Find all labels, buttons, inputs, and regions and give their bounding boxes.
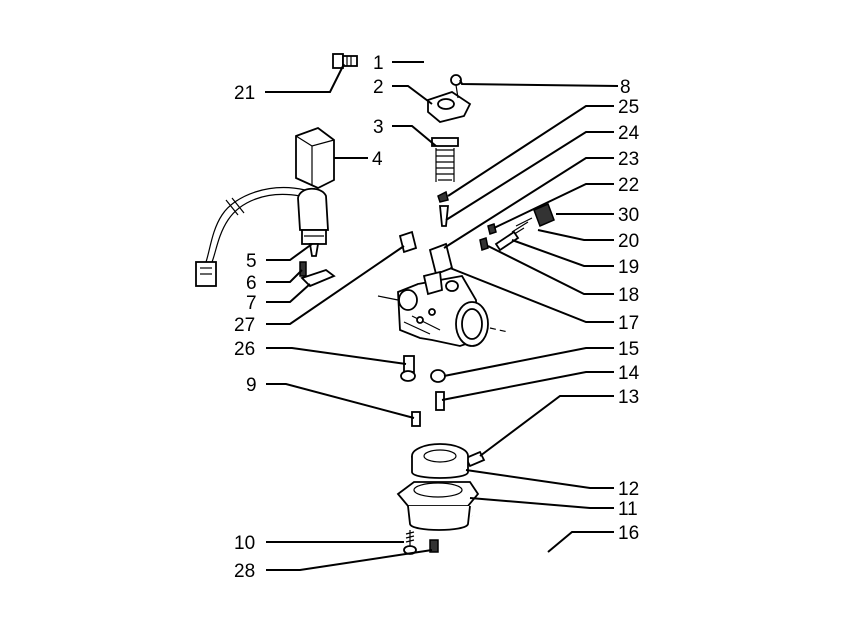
callout-4: 4 [372,149,383,170]
callout-18: 18 [618,285,639,306]
part-3-spring [431,137,459,182]
callout-30: 30 [618,205,639,226]
part-24-needle [439,205,449,227]
callout-17: 17 [618,313,639,334]
leader-16 [547,531,614,553]
leader-7 [266,283,311,303]
part-1-cable-tube [419,58,446,99]
part-19-screw [494,230,520,252]
callout-13: 13 [618,387,639,408]
leader-14 [441,371,614,401]
part-27-fitting [398,230,418,254]
callout-15: 15 [618,339,639,360]
part-12-float [411,443,469,479]
part-28-screw [429,539,439,553]
callout-21: 21 [234,83,255,104]
leader-21 [265,63,345,93]
callout-3: 3 [373,117,384,138]
leader-15 [443,347,614,377]
leader-2 [392,85,433,105]
leader-9 [266,383,415,419]
part-22-screw [487,223,497,235]
leader-25 [447,105,614,197]
part-14-jet [435,391,445,411]
leader-18 [487,245,614,295]
leader-3 [392,125,437,147]
callout-26: 26 [234,339,255,360]
callout-11: 11 [618,499,638,520]
leader-11 [469,497,614,509]
part-4-cap [295,126,335,189]
part-9-screw [411,411,421,427]
callout-1: 1 [373,53,384,74]
leader-27 [266,245,405,325]
leader-20 [537,229,614,241]
callout-6: 6 [246,273,257,294]
part-21-bolt [332,53,358,69]
leader-6 [266,269,303,283]
callout-20: 20 [618,231,639,252]
leader-13 [479,395,614,457]
part-wire-harness [195,187,306,287]
part-25-needle-clip [437,190,449,203]
part-18-jet [479,237,489,251]
part-10-screw [403,530,417,555]
callout-10: 10 [234,533,255,554]
callout-23: 23 [618,149,639,170]
callout-2: 2 [373,77,384,98]
leader-26 [266,347,407,365]
callout-19: 19 [618,257,639,278]
callout-16: 16 [618,523,639,544]
leader-24 [445,131,614,221]
part-16-tube [471,514,549,554]
leader-22 [493,183,614,229]
leader-19 [511,239,614,267]
part-6-screw [299,261,307,277]
leader-17 [449,267,614,323]
callout-8: 8 [620,77,631,98]
part-30-knob [533,203,555,227]
leader-23 [443,157,614,249]
callout-12: 12 [618,479,639,500]
callout-5: 5 [246,251,257,272]
part-11-float-bowl [396,481,480,531]
part-2-top-cover [427,91,472,123]
callout-27: 27 [234,315,255,336]
part-26-screw [400,355,416,382]
callout-numbers: 21 1 2 3 4 8 25 24 23 22 30 20 19 18 17 … [234,53,640,582]
part-8-screw [450,74,462,99]
leader-8 [459,79,619,87]
leader-5 [266,243,313,261]
leader-28 [266,549,433,571]
part-5-choke-actuator [297,187,329,257]
part-carburetor-body [377,270,509,347]
leader-12 [465,469,614,489]
part-7-clip [300,268,336,288]
callout-25: 25 [618,97,639,118]
part-15-nut [430,369,446,383]
callout-14: 14 [618,363,640,384]
callout-7: 7 [246,293,257,314]
callout-22: 22 [618,175,639,196]
callout-28: 28 [234,561,255,582]
callout-24: 24 [618,123,640,144]
leader-lines [265,61,619,571]
callout-9: 9 [246,375,257,396]
part-23-throttle-slide [428,242,454,276]
